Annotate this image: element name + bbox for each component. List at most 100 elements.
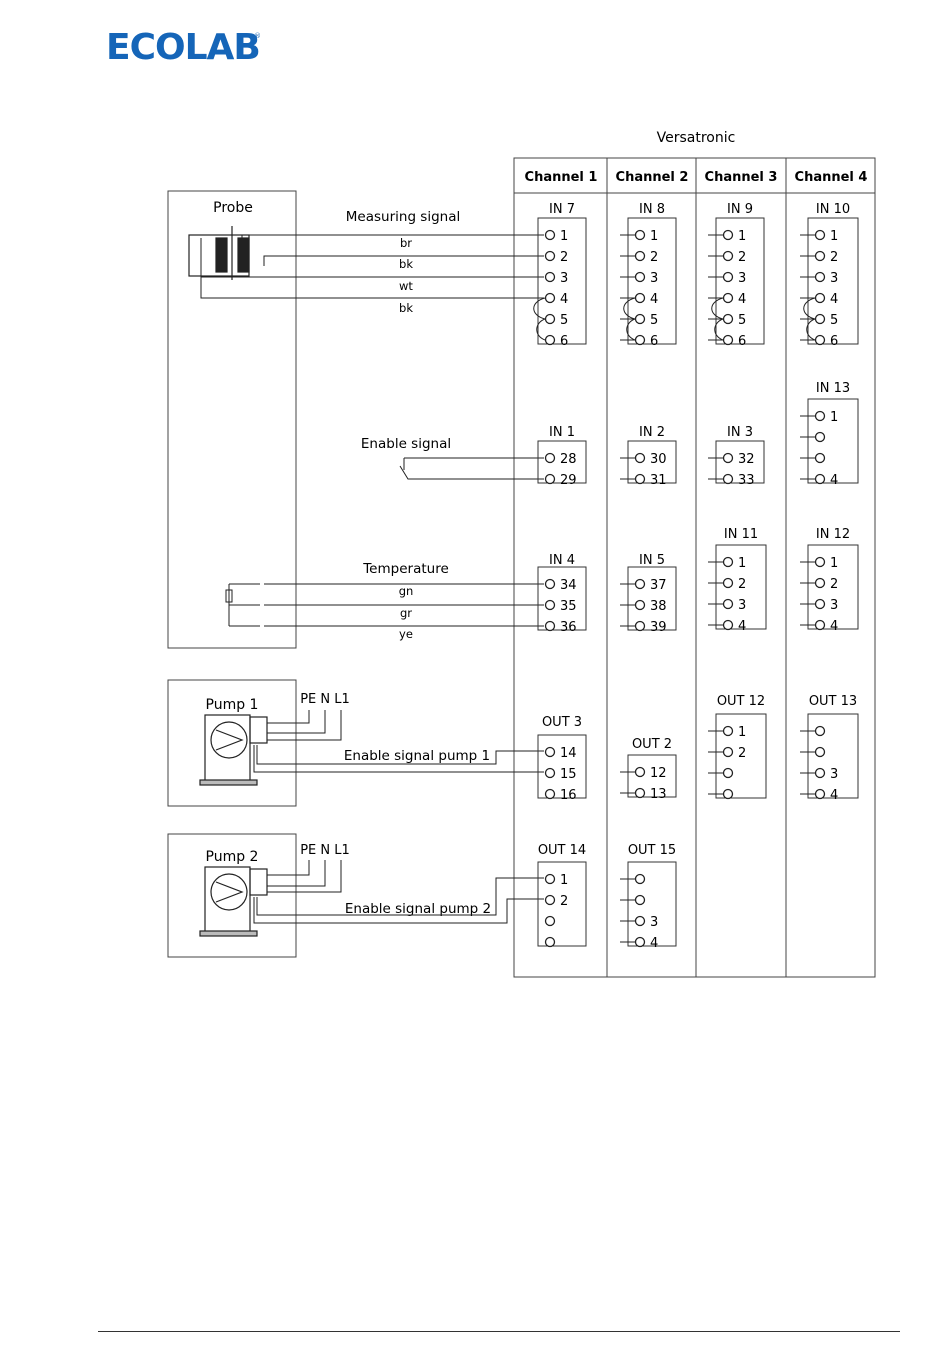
wire-label: ye [399,627,413,641]
terminal-number: 35 [560,599,577,614]
terminal-block-label: IN 5 [639,553,665,568]
terminal-number: 1 [738,229,746,244]
terminal-block-label: OUT 13 [809,694,857,709]
terminal-number: 28 [560,452,577,467]
terminal-block-label: OUT 3 [542,715,582,730]
terminal-number: 2 [560,250,568,265]
terminal-contact [722,788,734,800]
terminal-number: 4 [830,292,838,307]
terminal-block-frame [627,217,677,345]
terminal-block-label: IN 9 [727,202,753,217]
pump-1-box [167,679,297,807]
terminal-contact [722,313,734,325]
terminal-number: 2 [738,250,746,265]
terminal-number: 2 [560,894,568,909]
terminal-number: 6 [560,334,568,349]
terminal-number: 32 [738,452,755,467]
terminal-contact [544,767,556,779]
terminal-number: 3 [738,271,746,286]
terminal-block-frame [807,713,859,799]
terminal-number: 4 [830,788,838,803]
channel-2-header: Channel 2 [616,170,689,185]
terminal-contact [722,473,734,485]
terminal-contact [544,473,556,485]
terminal-block-frame [715,217,765,345]
terminal-number: 4 [738,619,746,634]
terminal-block-label: OUT 15 [628,843,676,858]
terminal-contact [634,936,646,948]
terminal-block-label: OUT 14 [538,843,586,858]
terminal-contact [722,577,734,589]
terminal-number: 12 [650,766,667,781]
terminal-contact [544,334,556,346]
versatronic-title: Versatronic [657,130,736,146]
terminal-number: 3 [738,598,746,613]
terminal-contact [544,788,556,800]
terminal-contact [634,313,646,325]
terminal-block-label: IN 1 [549,425,575,440]
terminal-contact [814,410,826,422]
terminal-block-frame [537,734,587,799]
terminal-contact [634,599,646,611]
terminal-number: 15 [560,767,577,782]
terminal-block-label: IN 13 [816,381,850,396]
terminal-number: 1 [738,725,746,740]
terminal-contact [544,915,556,927]
terminal-contact [814,292,826,304]
enable-signal-pump-2-label: Enable signal pump 2 [345,901,491,917]
terminal-number: 1 [830,556,838,571]
terminal-number: 1 [650,229,658,244]
terminal-block-frame [627,861,677,947]
terminal-number: 36 [560,620,577,635]
terminal-number: 3 [560,271,568,286]
terminal-number: 5 [830,313,838,328]
terminal-number: 38 [650,599,667,614]
terminal-contact [722,767,734,779]
terminal-number: 3 [830,767,838,782]
terminal-block-frame [627,440,677,484]
terminal-contact [722,271,734,283]
probe-box [167,190,297,649]
terminal-contact [544,873,556,885]
terminal-contact [814,725,826,737]
terminal-number: 34 [560,578,577,593]
terminal-contact [634,334,646,346]
terminal-contact [634,578,646,590]
terminal-number: 4 [650,292,658,307]
terminal-contact [544,271,556,283]
terminal-number: 4 [830,619,838,634]
enable-signal-pump-1-label: Enable signal pump 1 [344,748,490,764]
terminal-block-frame [627,566,677,631]
terminal-block-label: IN 3 [727,425,753,440]
terminal-number: 1 [738,556,746,571]
svg-text:ECOLAB: ECOLAB [106,27,260,66]
terminal-number: 6 [650,334,658,349]
pump-2-power-label: PE N L1 [300,843,350,858]
terminal-contact [634,915,646,927]
terminal-block-label: IN 11 [724,527,758,542]
terminal-number: 3 [650,915,658,930]
terminal-block-frame [715,713,767,799]
terminal-number: 4 [560,292,568,307]
terminal-number: 39 [650,620,667,635]
terminal-number: 31 [650,473,667,488]
versatronic-frame [513,157,876,978]
terminal-block: OUT 15 3 4 [620,843,677,951]
channel-4-header: Channel 4 [795,170,868,185]
wire-label: bk [399,301,413,315]
terminal-number: 4 [650,936,658,951]
terminal-contact [814,431,826,443]
terminal-number: 1 [830,410,838,425]
pump-1-power-label: PE N L1 [300,692,350,707]
